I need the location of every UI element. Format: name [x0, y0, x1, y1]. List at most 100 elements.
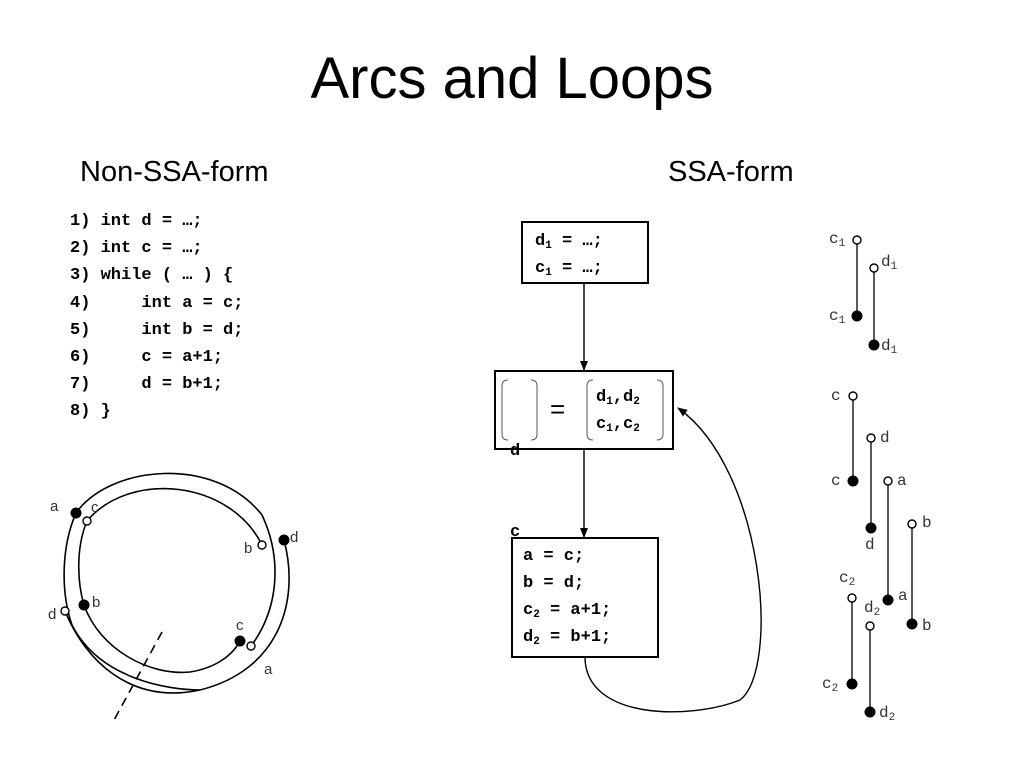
var-name: a = c; [523, 547, 585, 566]
circle-var-label: b [244, 540, 253, 557]
var-name: b [922, 514, 932, 532]
circle-var-label: d [48, 606, 57, 623]
use-point [869, 263, 879, 273]
live-range-label: c2 [822, 675, 838, 695]
use-point [866, 433, 876, 443]
subscript: 1 [838, 238, 846, 250]
dashed-cut-line [112, 631, 163, 723]
subscript: 1 [545, 267, 552, 279]
def-point [864, 706, 876, 718]
ssa-heading: SSA-form [668, 156, 794, 188]
def-point [70, 507, 82, 519]
circle-var-label: a [50, 498, 59, 515]
var-name: a [897, 472, 907, 490]
def-point [851, 310, 863, 322]
subscript: 2 [633, 423, 640, 435]
use-point [246, 641, 256, 651]
use-point [852, 235, 862, 245]
live-range-label: c [831, 388, 841, 404]
subscript: 2 [533, 636, 540, 648]
non-ssa-heading: Non-SSA-form [80, 156, 269, 188]
live-range-label: d [880, 430, 890, 446]
phi-rhs-row: d1,d2 [596, 384, 640, 411]
subscript: 2 [533, 609, 540, 621]
subscript: 1 [606, 396, 613, 408]
phi-lhs-c: c [510, 523, 521, 542]
arc-a [75, 472, 276, 647]
live-range-label: d1 [881, 338, 898, 357]
live-range-label: d [865, 537, 875, 553]
var-name: c [822, 675, 832, 693]
block-line: a = c; [523, 543, 657, 570]
subscript: 1 [545, 240, 552, 252]
var-name: d [881, 253, 891, 271]
code-listing: 1) int d = …;2) int c = …;3) while ( … )… [70, 208, 243, 426]
cfg-edges [580, 283, 762, 713]
var-name: c [831, 472, 841, 490]
cfg-entry-block: d1 = …;c1 = …; [521, 221, 649, 284]
slide-title: Arcs and Loops [310, 46, 714, 111]
use-point [82, 516, 92, 526]
var-name: c [831, 387, 841, 405]
code-line: 4) int a = c; [70, 293, 244, 313]
arc-d [64, 539, 290, 694]
var-name: d [535, 232, 546, 251]
def-point [278, 534, 290, 546]
var-name: a [898, 587, 908, 605]
subscript: 1 [606, 423, 613, 435]
live-range-label: b [922, 515, 932, 531]
def-point [846, 678, 858, 690]
block-line: b = d; [523, 570, 657, 597]
phi-rhs-row: c1,c2 [596, 411, 640, 438]
subscript: 2 [888, 712, 896, 724]
code-line: 1) int d = …; [70, 212, 203, 231]
live-range-label: d1 [881, 253, 897, 273]
block-line: c2 = a+1; [523, 597, 657, 624]
def-point [906, 618, 918, 630]
var-name: d [864, 599, 874, 617]
var-name: d [596, 388, 607, 407]
circle-var-label: c [236, 617, 244, 634]
live-range-label: b [922, 618, 932, 634]
var-name: b [922, 617, 932, 635]
block-line: c1 = …; [535, 255, 647, 282]
phi-lhs: d c [510, 384, 551, 600]
def-point [78, 599, 90, 611]
var-name: b = d; [523, 574, 585, 593]
subscript: 2 [848, 577, 856, 589]
var-name: d [880, 429, 890, 447]
def-point [234, 635, 246, 647]
circle-var-label: d [290, 529, 299, 546]
code-line: 7) d = b+1; [70, 375, 224, 395]
arc-b-c [83, 604, 241, 674]
var-name: d [879, 704, 889, 722]
def-point [847, 475, 859, 487]
use-point [257, 540, 267, 550]
code-line: 8) } [70, 402, 111, 422]
live-range-label: a [897, 473, 907, 489]
circle-var-label: a [264, 661, 273, 678]
live-range-label: c2 [839, 569, 856, 589]
block-line: d1 = …; [535, 228, 647, 255]
use-point [865, 621, 875, 631]
var-name: c [839, 569, 849, 587]
arc-c-b-left [77, 520, 88, 606]
subscript: 1 [890, 345, 898, 357]
code-line: 6) c = a+1; [70, 348, 224, 368]
use-point [848, 391, 858, 401]
arc-a-left [63, 512, 201, 691]
var-name: d [523, 628, 534, 647]
phi-lhs-d: d [510, 442, 521, 461]
live-range-label: c [831, 473, 841, 489]
rest: = …; [551, 232, 603, 251]
circular-live-ranges [63, 472, 290, 723]
live-range-label: a [898, 588, 908, 604]
edge-back [584, 407, 762, 713]
phi-brackets [501, 379, 664, 441]
subscript: 2 [873, 607, 881, 619]
circle-var-label: c [91, 499, 99, 516]
var-name: c [596, 415, 607, 434]
rest: = …; [551, 259, 603, 278]
